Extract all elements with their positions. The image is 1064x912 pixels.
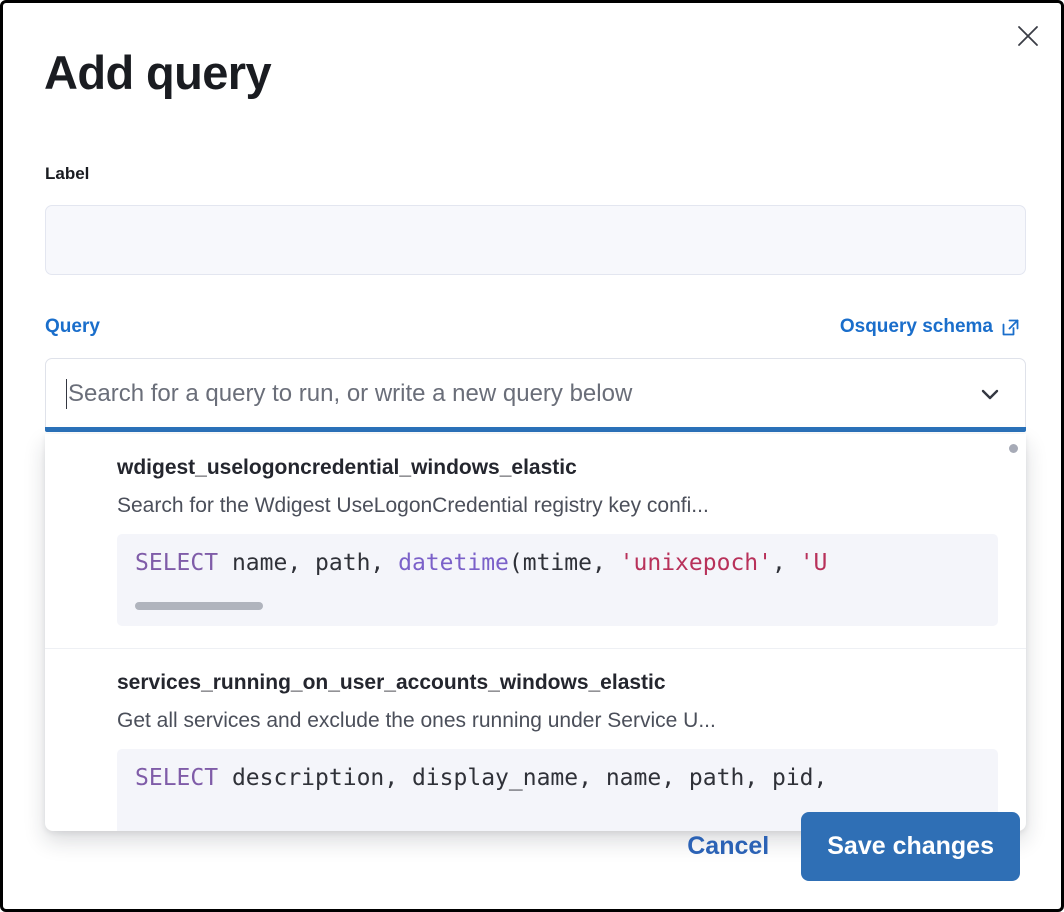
label-field-label: Label [45, 164, 90, 183]
option-title: services_running_on_user_accounts_window… [117, 671, 666, 694]
option-code-line: SELECT name, path, datetime(mtime, 'unix… [135, 550, 828, 576]
list-item[interactable]: services_running_on_user_accounts_window… [45, 648, 1026, 831]
cancel-button[interactable]: Cancel [683, 824, 773, 869]
dropdown-vertical-scrollbar[interactable] [1009, 444, 1018, 453]
option-title: wdigest_uselogoncredential_windows_elast… [117, 456, 577, 479]
osquery-schema-link-label: Osquery schema [839, 316, 993, 337]
option-code-line: SELECT description, display_name, name, … [135, 765, 828, 791]
option-description: Get all services and exclude the ones ru… [117, 709, 716, 732]
option-description: Search for the Wdigest UseLogonCredentia… [117, 494, 709, 517]
save-button[interactable]: Save changes [801, 812, 1020, 881]
query-search-input[interactable]: Search for a query to run, or write a ne… [68, 379, 633, 407]
dropdown-scroll-area[interactable]: wdigest_uselogoncredential_windows_elast… [45, 434, 1026, 831]
page-title: Add query [44, 46, 272, 99]
query-combobox[interactable]: Search for a query to run, or write a ne… [45, 358, 1026, 429]
query-section-label: Query [45, 316, 100, 337]
external-link-icon [1001, 318, 1020, 337]
option-code-block: SELECT name, path, datetime(mtime, 'unix… [117, 534, 998, 626]
code-horizontal-scrollbar[interactable] [135, 602, 263, 610]
label-input[interactable] [45, 205, 1026, 275]
chevron-down-icon[interactable] [973, 377, 1007, 411]
osquery-schema-link[interactable]: Osquery schema [840, 316, 1020, 338]
list-item[interactable]: wdigest_uselogoncredential_windows_elast… [45, 434, 1026, 626]
combobox-focus-underline [45, 427, 1026, 432]
close-icon[interactable] [1007, 15, 1049, 57]
dialog-footer: Cancel Save changes [683, 812, 1020, 881]
option-code-block: SELECT description, display_name, name, … [117, 749, 998, 831]
query-suggestions-dropdown: wdigest_uselogoncredential_windows_elast… [45, 434, 1026, 831]
text-caret [66, 378, 67, 409]
